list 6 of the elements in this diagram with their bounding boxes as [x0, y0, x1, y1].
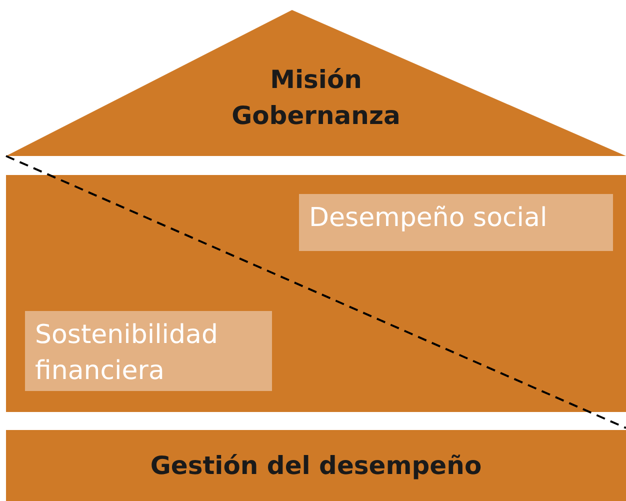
pillar-label: Desempeño social — [299, 194, 613, 251]
foundation-label: Gestión del desempeño — [150, 451, 482, 480]
foundation-bar — [6, 430, 626, 501]
roof-title: Misión — [270, 64, 362, 96]
pillar-label: Sostenibilidad financiera — [25, 311, 272, 391]
roof-title: Gobernanza — [232, 100, 400, 132]
